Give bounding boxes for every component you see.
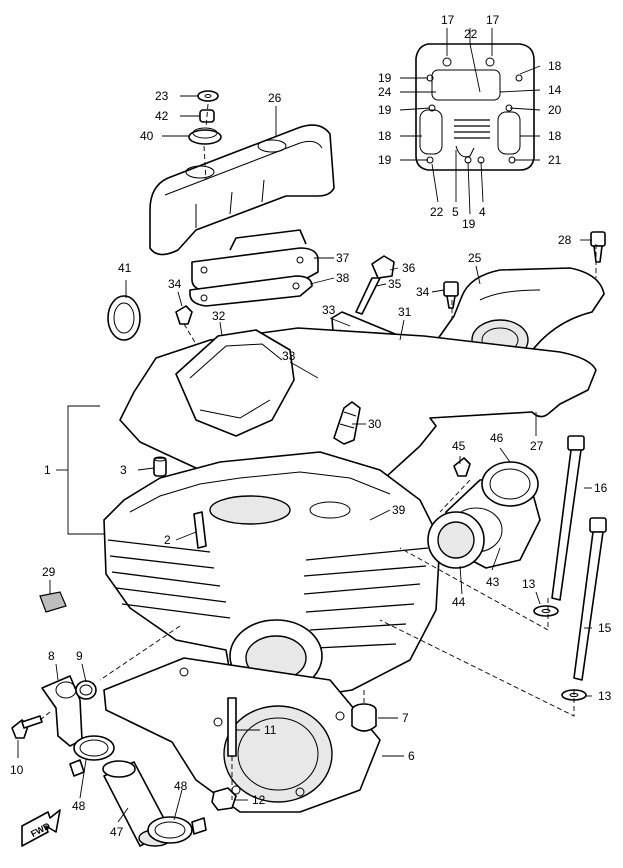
callout-label: 27 [530,439,544,453]
stud-part-11 [227,697,237,757]
callout-label: 37 [336,251,350,265]
spark-plug-part-30 [333,401,361,445]
callout-label: 38 [336,271,350,285]
callout-label: 34 [168,277,182,291]
clamp-part-48-lower [147,816,207,844]
callout-label: 2 [164,533,171,547]
callout-label: 40 [140,129,154,143]
callout-label: 12 [252,793,266,807]
callout-label: 4 [479,205,486,219]
callout-label: 41 [118,261,132,275]
washer-part-23 [197,90,219,102]
bolt-part-28 [590,231,606,263]
callout-label: 33 [282,349,296,363]
callout-label: 5 [452,205,459,219]
leader-lines [17,28,592,823]
callout-label: 1 [44,463,51,477]
callout-label: 10 [10,763,24,777]
callout-label: 23 [155,89,169,103]
callout-label: 15 [598,621,612,635]
callout-label: 31 [398,305,412,319]
callout-label: 36 [402,261,416,275]
callout-label: 17 [441,13,455,27]
callout-label: 35 [388,277,402,291]
assembly-lines [39,103,597,800]
breather-gasket-part-38 [189,275,313,307]
callout-label: 19 [378,153,392,167]
callout-label: 8 [48,649,55,663]
flange-part-44 [427,511,485,569]
callout-label: 34 [416,285,430,299]
forward-arrow-icon: FWD [21,809,61,847]
cover-gasket-plate [415,43,535,171]
callout-label: 18 [548,129,562,143]
callout-label: 24 [378,85,392,99]
callout-label: 48 [72,799,86,813]
callout-label: 19 [378,71,392,85]
callout-label: 42 [155,109,169,123]
callout-label: 29 [42,565,56,579]
callout-labels: 17 22 17 18 19 24 14 19 20 18 18 19 21 2… [10,13,612,839]
callout-label: 22 [430,205,444,219]
callout-label: 19 [462,217,476,231]
callout-label: 20 [548,103,562,117]
bolt-part-34-right [443,281,459,309]
o-ring-part-9 [75,680,97,700]
grommet-part-40 [188,127,222,145]
callout-label: 48 [174,779,188,793]
stud-part-2 [193,511,207,549]
washer-part-13-upper [533,605,559,617]
callout-label: 6 [408,749,415,763]
callout-label: 46 [490,431,504,445]
callout-label: 22 [464,27,478,41]
callout-label: 21 [548,153,562,167]
callout-label: 16 [594,481,608,495]
block-part-29 [39,591,67,613]
callout-label: 32 [212,309,226,323]
callout-label: 18 [548,59,562,73]
callout-label: 44 [452,595,466,609]
bolt-part-10 [11,715,43,739]
callout-label: 28 [558,233,572,247]
callout-label: 19 [378,103,392,117]
callout-label: 18 [378,129,392,143]
long-stud-part-15 [573,517,607,681]
callout-label: 9 [76,649,83,663]
seal-ring-part-41 [107,295,141,341]
callout-label: 45 [452,439,466,453]
rocker-box-part-32 [175,329,295,437]
nut-part-12 [211,787,237,811]
callout-label: 7 [402,711,409,725]
callout-label: 17 [486,13,500,27]
bolt-part-45 [453,457,471,477]
dowel-part-3 [153,456,167,477]
callout-label: 47 [110,825,124,839]
long-bolt-part-35 [355,277,381,315]
callout-label: 11 [264,723,277,737]
callout-label: 13 [598,689,612,703]
clamp-ring-part-46 [481,461,539,507]
cap-bolt-part-36 [371,255,395,279]
long-stud-part-16 [551,435,585,601]
callout-label: 3 [120,463,127,477]
callout-label: 13 [522,577,536,591]
bolt-part-34-left [175,305,193,325]
cylinder-head-part-1 [103,451,441,699]
dowel-part-7 [351,703,377,732]
callout-label: 14 [548,83,562,97]
callout-label: 39 [392,503,406,517]
callout-label: 25 [468,251,482,265]
callout-label: 33 [322,303,336,317]
clamp-part-48-upper [69,735,115,777]
callout-label: 43 [486,575,500,589]
top-cover-part-26 [149,124,335,256]
callout-label: 30 [368,417,382,431]
callout-label: 26 [268,91,282,105]
